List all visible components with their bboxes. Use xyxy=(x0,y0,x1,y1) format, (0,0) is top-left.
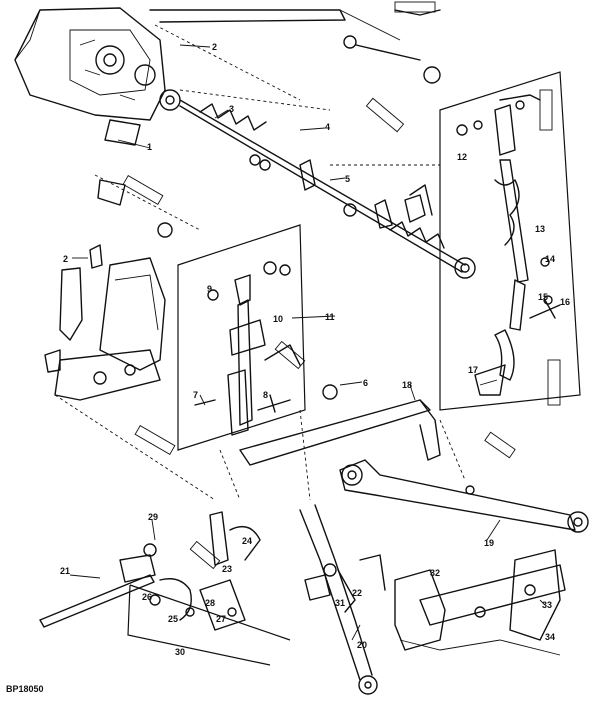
callout-19: 19 xyxy=(484,538,494,548)
callout-14: 14 xyxy=(545,254,555,264)
callout-32: 32 xyxy=(430,568,440,578)
callout-18: 18 xyxy=(402,380,412,390)
callout-8: 8 xyxy=(263,390,268,400)
callout-22: 22 xyxy=(352,588,362,598)
transmission-housing xyxy=(14,7,401,146)
left-bracket-assembly xyxy=(44,179,173,401)
callout-25: 25 xyxy=(168,614,178,624)
callout-27: 27 xyxy=(216,614,226,624)
center-detail-box xyxy=(177,224,338,451)
callout-34: 34 xyxy=(545,632,555,642)
callout-21: 21 xyxy=(60,566,70,576)
callout-29: 29 xyxy=(148,512,158,522)
callout-1: 1 xyxy=(147,142,152,152)
callout-7: 7 xyxy=(193,390,198,400)
callout-10: 10 xyxy=(273,314,283,324)
hitch-bracket xyxy=(359,549,566,656)
callout-2: 2 xyxy=(212,42,217,52)
right-detail-box xyxy=(439,71,581,411)
callout-9: 9 xyxy=(207,284,212,294)
bottom-shaft-assembly xyxy=(39,511,356,666)
figure-code-label: BP18050 xyxy=(6,684,44,694)
dashed-frame-lines xyxy=(54,394,466,501)
callout-3: 3 xyxy=(229,104,234,114)
callout-30: 30 xyxy=(175,647,185,657)
callout-15: 15 xyxy=(538,292,548,302)
callout-23: 23 xyxy=(222,564,232,574)
callout-33: 33 xyxy=(542,600,552,610)
leader-lines xyxy=(69,44,546,641)
callout-13: 13 xyxy=(535,224,545,234)
callout-12: 12 xyxy=(457,152,467,162)
callout-11: 11 xyxy=(325,312,335,322)
upper-rod-assembly xyxy=(159,89,476,279)
callout-24: 24 xyxy=(242,536,252,546)
callout-2-left: 2 xyxy=(63,254,68,264)
callout-16: 16 xyxy=(560,297,570,307)
callout-26: 26 xyxy=(142,592,152,602)
callout-28: 28 xyxy=(205,598,215,608)
callout-5: 5 xyxy=(345,174,350,184)
callout-17: 17 xyxy=(468,365,478,375)
callout-6: 6 xyxy=(363,378,368,388)
callout-4: 4 xyxy=(325,122,330,132)
rotated-notes xyxy=(122,1,561,570)
callout-31: 31 xyxy=(335,598,345,608)
callout-20: 20 xyxy=(357,640,367,650)
lift-arms xyxy=(239,399,589,695)
callout-numbers: 1 2 2 3 4 5 6 7 8 9 10 11 12 13 14 15 16… xyxy=(60,42,570,657)
upper-link-pins xyxy=(343,9,541,101)
